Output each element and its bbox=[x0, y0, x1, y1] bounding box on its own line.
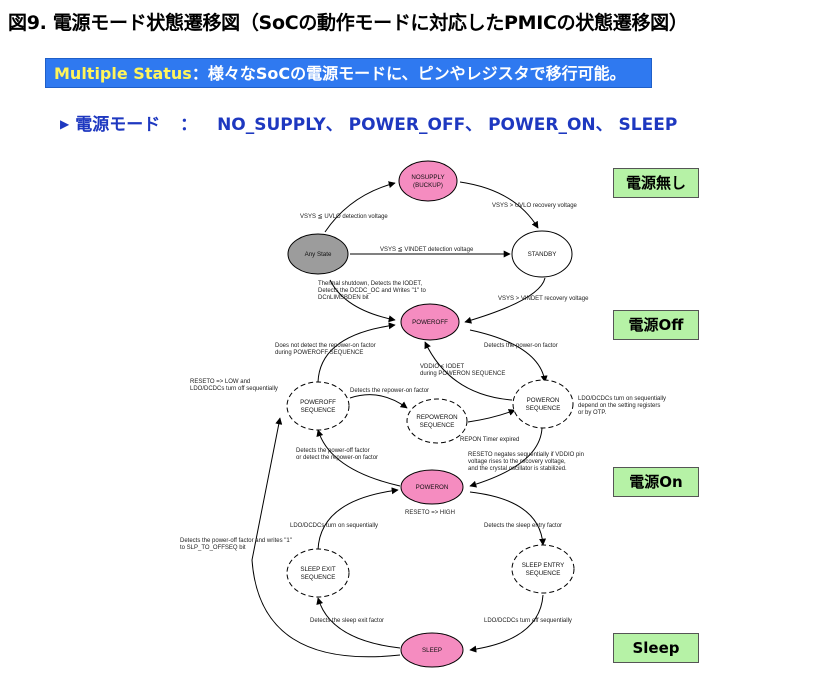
label-sleep-exit-factor: Detects the sleep exit factor bbox=[310, 618, 384, 624]
state-poweron-sequence bbox=[512, 379, 574, 429]
label-ldo-on-seq-2: depend on the setting registers bbox=[578, 403, 660, 409]
arrow-poweron-to-poweroffseq bbox=[316, 429, 401, 487]
arrow-poweroffseq-to-poweroff bbox=[317, 322, 396, 383]
arrow-any-to-nosupply bbox=[324, 181, 396, 233]
arrow-poweronseq-to-poweroff bbox=[424, 341, 513, 401]
label-detects-repoweron: Detects the repower-on factor bbox=[350, 388, 429, 394]
state-poweroff-seq-label-2: SEQUENCE bbox=[301, 407, 336, 414]
power-modes-line: ▶ 電源モード ： NO_SUPPLY、 POWER_OFF、 POWER_ON、… bbox=[60, 110, 677, 135]
modes-label: 電源モード bbox=[75, 115, 161, 135]
state-standby-label: STANDBY bbox=[528, 251, 557, 258]
state-repoweron-sequence bbox=[406, 398, 468, 444]
label-vindet-detect: VSYS ≦ VINDET detection voltage bbox=[380, 247, 474, 253]
arrow-poweroff-to-poweronseq bbox=[469, 329, 548, 383]
arrow-sleep-to-poweroffseq bbox=[251, 417, 401, 658]
label-uvlo-detect: VSYS ≦ UVLO detection voltage bbox=[300, 214, 388, 220]
label-vindet-recovery: VSYS > VINDET recovery voltage bbox=[498, 296, 589, 302]
label-sleep-entry-factor: Detects the sleep entry factor bbox=[484, 523, 562, 529]
label-thermal-3: DCnLIMSBDEN bit bbox=[318, 295, 369, 301]
legend-power-off: 電源Off bbox=[613, 310, 699, 340]
label-no-repoweron-1: Does not detect the repower-on factor bbox=[275, 343, 376, 349]
legend-sleep: Sleep bbox=[613, 633, 699, 663]
label-slp-off-2: to SLP_TO_OFFSEQ bit bbox=[180, 545, 246, 551]
state-sleep-entry-label-2: SEQUENCE bbox=[526, 570, 561, 577]
label-poweroff-factor-2: or detect the repower-on factor bbox=[296, 455, 378, 461]
label-ldo-on-seq-3: or by OTP. bbox=[578, 410, 607, 416]
label-reseto-neg-2: voltage rises to the recovery voltage, bbox=[468, 459, 566, 465]
label-vddio-1: VDDIO < IODET bbox=[420, 364, 465, 370]
state-poweron-seq-label-2: SEQUENCE bbox=[526, 405, 561, 412]
state-sleep bbox=[400, 632, 464, 668]
multiple-status-banner: Multiple Status：様々なSoCの電源モードに、ピンやレジスタで移行… bbox=[45, 58, 652, 88]
legend-no-power: 電源無し bbox=[613, 168, 699, 198]
state-any-label: Any State bbox=[305, 251, 332, 258]
modes-separator: ： bbox=[180, 115, 198, 135]
state-poweroff-sequence bbox=[286, 381, 350, 431]
label-detects-poweron: Detects the power-on factor bbox=[484, 343, 558, 349]
state-poweroff bbox=[400, 303, 460, 341]
state-poweron-seq-label-1: POWERON bbox=[527, 397, 560, 404]
state-nosupply bbox=[398, 160, 458, 202]
arrow-any-to-poweroff bbox=[329, 279, 396, 323]
arrow-poweron-to-sleepentry bbox=[469, 491, 547, 546]
arrow-poweronseq-to-poweron bbox=[469, 427, 543, 488]
state-sleep-exit-label-2: SEQUENCE bbox=[301, 574, 336, 581]
banner-text: ：様々なSoCの電源モードに、ピンやレジスタで移行可能。 bbox=[191, 64, 626, 83]
state-standby bbox=[511, 230, 573, 278]
state-repoweron-label-2: SEQUENCE bbox=[420, 422, 455, 429]
label-reseto-neg-3: and the crystal oscillator is stabilized… bbox=[468, 466, 567, 472]
arrow-sleepexit-to-poweron bbox=[317, 487, 399, 551]
state-any bbox=[287, 233, 349, 275]
label-uvlo-recovery: VSYS > UVLO recovery voltage bbox=[492, 203, 578, 209]
state-sleep-exit-sequence bbox=[286, 548, 350, 598]
state-poweroff-label: POWEROFF bbox=[412, 319, 448, 326]
label-ldo-off: LDO/DCDCs turn off sequentially bbox=[484, 618, 572, 624]
state-repoweron-label-1: REPOWERON bbox=[416, 414, 457, 421]
triangle-bullet-icon: ▶ bbox=[60, 117, 70, 131]
label-reseto-neg-1: RESETO negates sequentially if VDDIO pin bbox=[468, 452, 584, 458]
state-sleep-entry-label-1: SLEEP ENTRY bbox=[522, 562, 564, 569]
arrow-poweroffseq-to-repoweron bbox=[349, 394, 408, 409]
label-thermal-2: Detects the DCDC_OC and Writes "1" to bbox=[318, 288, 427, 294]
transition-arrows bbox=[251, 181, 548, 658]
label-thermal-1: Thermal shutdown, Detects the IODET, bbox=[318, 281, 422, 287]
arrow-sleep-to-sleepexit bbox=[316, 597, 401, 649]
label-vddio-2: during POWERON SEQUENCE bbox=[420, 371, 505, 377]
label-ldo-on-seq-1: LDO/DCDCs turn on sequentially bbox=[578, 396, 666, 402]
label-slp-off-1: Detects the power-off factor and writes … bbox=[180, 538, 292, 544]
state-nosupply-label-2: (BUCKUP) bbox=[413, 182, 443, 189]
state-poweroff-seq-label-1: POWEROFF bbox=[300, 399, 336, 406]
modes-list: NO_SUPPLY、 POWER_OFF、 POWER_ON、 SLEEP bbox=[217, 115, 678, 135]
arrow-sleepentry-to-sleep bbox=[469, 594, 544, 653]
state-poweron bbox=[400, 469, 464, 505]
label-reseto-low-2: LDO/DCDCs turn off sequentially bbox=[190, 386, 278, 392]
label-reseto-low-1: RESETO => LOW and bbox=[190, 379, 250, 385]
page-title: 図9. 電源モード状態遷移図（SoCの動作モードに対応したPMICの状態遷移図） bbox=[8, 12, 688, 34]
label-repon-timer: REPON Timer expired bbox=[460, 437, 519, 443]
label-reseto-high: RESETO => HIGH bbox=[405, 510, 455, 516]
label-poweroff-factor-1: Detects the power-off factor bbox=[296, 448, 370, 454]
state-poweron-label: POWERON bbox=[416, 484, 449, 491]
label-no-repoweron-2: during POWEROFF SEQUENCE bbox=[275, 350, 363, 356]
state-sleep-label: SLEEP bbox=[422, 647, 442, 654]
arrow-repoweron-to-poweronseq bbox=[467, 409, 516, 423]
banner-label: Multiple Status bbox=[54, 64, 192, 83]
label-ldo-on: LDO/DCDCs turn on sequentially bbox=[290, 523, 378, 529]
state-nosupply-label-1: NOSUPPLY bbox=[411, 174, 444, 181]
state-sleep-exit-label-1: SLEEP EXIT bbox=[300, 566, 336, 573]
arrow-nosupply-to-standby bbox=[459, 181, 539, 229]
legend-power-on: 電源On bbox=[613, 467, 699, 497]
arrow-standby-to-poweroff bbox=[464, 277, 546, 324]
state-sleep-entry-sequence bbox=[511, 544, 575, 594]
